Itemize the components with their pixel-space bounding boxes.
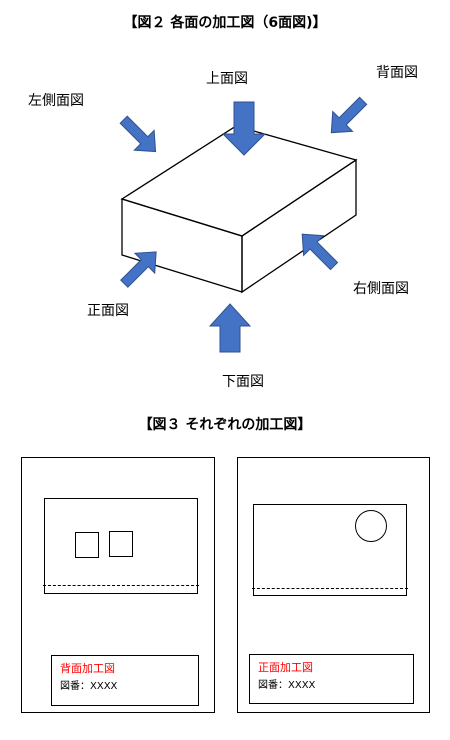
drawing-title: 背面加工図 [60, 662, 115, 675]
front-view-label: 正面図 [87, 303, 129, 319]
square-hole-2 [109, 531, 133, 557]
back-view-label: 背面図 [376, 65, 418, 81]
top-view-arrow [221, 101, 267, 156]
left-side-view-label: 左側面図 [28, 93, 84, 109]
figure-3-title: 【図３ それぞれの加工図】 [138, 417, 312, 433]
arrows [119, 96, 368, 353]
box-front-face [121, 198, 243, 293]
square-hole-1 [75, 532, 99, 558]
drawing-title: 正面加工図 [258, 661, 313, 674]
back-view-arrow [330, 96, 368, 134]
bottom-view-label: 下面図 [222, 374, 264, 390]
drawing-number: 図番：XXXX [258, 680, 316, 691]
right-side-view-arrow [301, 233, 339, 271]
title-block: 背面加工図 図番：XXXX [51, 655, 199, 706]
front-processing-sheet: 正面加工図 図番：XXXX [237, 457, 430, 713]
back-processing-sheet: 背面加工図 図番：XXXX [21, 457, 215, 713]
drawing-number: 図番：XXXX [60, 681, 118, 692]
right-side-view-label: 右側面図 [353, 281, 409, 297]
back-face-drawing [43, 498, 199, 594]
box-drawing [120, 125, 358, 294]
figure-2-title: 【図２ 各面の加工図（6面図)】 [123, 15, 327, 31]
hidden-line [43, 585, 199, 586]
left-side-view-arrow [119, 115, 157, 153]
front-view-arrow [120, 251, 157, 288]
circular-hole [355, 510, 387, 542]
bottom-view-arrow [208, 303, 252, 353]
front-face-drawing [252, 504, 408, 596]
six-view-diagram [119, 96, 368, 353]
title-block: 正面加工図 図番：XXXX [249, 654, 414, 704]
box-right-face [241, 158, 357, 294]
hidden-line [252, 588, 408, 589]
top-view-label: 上面図 [206, 71, 248, 87]
